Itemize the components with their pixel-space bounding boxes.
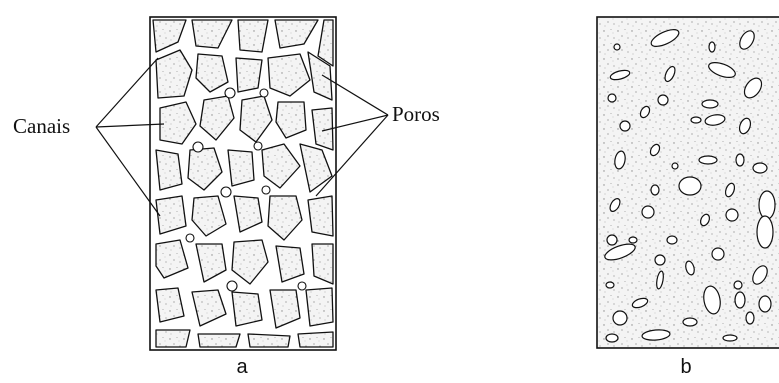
label-canais: Canais (13, 114, 70, 139)
pore (753, 163, 767, 173)
panel-b-sample (597, 17, 779, 348)
pore (683, 318, 697, 326)
pore (606, 334, 618, 342)
pore (709, 42, 715, 52)
pore (227, 281, 237, 291)
pore (254, 142, 262, 150)
pore (225, 88, 235, 98)
pore (221, 187, 231, 197)
pore (726, 209, 738, 221)
pore (655, 255, 665, 265)
pore (614, 44, 620, 50)
pore (691, 117, 701, 123)
panel-a-sample (150, 17, 336, 350)
pore (746, 312, 754, 324)
label-poros: Poros (392, 102, 440, 127)
pore (667, 236, 677, 244)
pore (736, 154, 744, 166)
pore (699, 156, 717, 164)
pore (672, 163, 678, 169)
leader-canais-1 (96, 58, 158, 127)
pore (679, 177, 701, 195)
pore (759, 296, 771, 312)
pore (735, 292, 745, 308)
pore (642, 206, 654, 218)
pore (629, 237, 637, 243)
pore (723, 335, 737, 341)
pore (702, 100, 718, 108)
pore (608, 94, 616, 102)
pore (613, 311, 627, 325)
pore (651, 185, 659, 195)
caption-b: b (676, 356, 696, 379)
pore (607, 235, 617, 245)
pore (298, 282, 306, 290)
pore (658, 95, 668, 105)
pore (193, 142, 203, 152)
pore (620, 121, 630, 131)
pore (260, 89, 268, 97)
caption-a: a (232, 356, 252, 379)
pore (186, 234, 194, 242)
pore (757, 216, 773, 248)
pore (606, 282, 614, 288)
pore (712, 248, 724, 260)
pore (759, 191, 775, 219)
pore (734, 281, 742, 289)
pore (262, 186, 270, 194)
